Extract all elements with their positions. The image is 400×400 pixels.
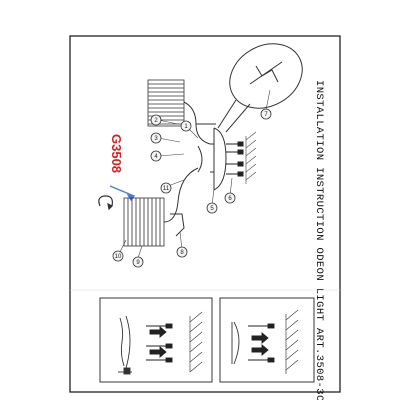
lampshade-lower [123,197,165,247]
callout-1: 1 [180,120,199,139]
callout-label: 9 [136,260,140,266]
callout-9: 9 [132,245,144,268]
callout-label: 4 [154,154,158,160]
callout-label: 8 [180,250,184,256]
callout-4: 4 [150,150,185,162]
callout-10: 10 [112,239,127,262]
detail-magnifier [217,43,303,133]
detail-panel-right [219,297,315,383]
callout-label: 6 [228,196,232,202]
callout-11: 11 [160,179,185,194]
callout-label: 5 [210,206,214,212]
callout-label: 11 [163,186,170,192]
callout-3: 3 [150,132,181,144]
detail-panel-left [99,297,213,383]
callout-label: 7 [264,112,268,118]
mounting-screws [226,141,244,177]
callout-label: 2 [154,118,158,124]
callout-8: 8 [176,231,188,258]
mounting-plate [210,127,227,191]
instruction-title: INSTALLATION INSTRUCTION ODEON LIGHT ART… [313,80,325,400]
callouts: 1 2 3 4 5 6 7 [112,89,272,268]
rotate-arrow [98,195,114,211]
wall-hatching [245,131,257,184]
callout-5: 5 [206,187,218,214]
callout-2: 2 [150,114,179,126]
page-frame [69,35,341,393]
callout-label: 3 [154,136,158,142]
fixture-arms [163,101,216,237]
callout-label: 10 [115,254,122,260]
callout-label: 1 [184,124,188,130]
callout-6: 6 [224,177,236,204]
callout-7: 7 [260,89,272,120]
product-code: G3508 [109,134,124,173]
